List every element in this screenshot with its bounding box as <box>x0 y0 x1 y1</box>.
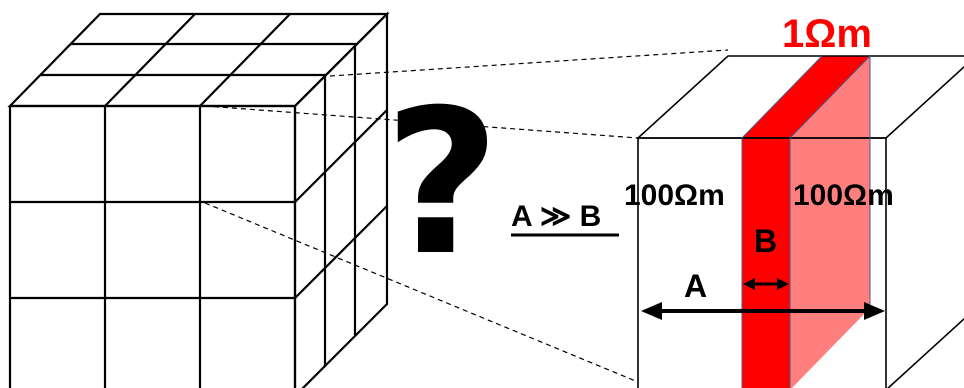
red-layer-resistivity-label: 1Ωm <box>782 12 872 56</box>
grid-cube-front-face <box>8 104 297 388</box>
left-resistivity-label: 100Ωm <box>624 179 725 212</box>
relation-text: A ≫ B <box>511 200 601 233</box>
connector-middle <box>204 105 639 139</box>
zoom-connector-lines <box>204 49 729 383</box>
layer-top-face <box>742 56 870 138</box>
arrow-double-icon <box>641 278 885 320</box>
layer-front-face <box>742 138 790 388</box>
grid-cube-top-face <box>7 12 390 108</box>
width-b-arrow <box>743 278 789 290</box>
detail-cube-top-face <box>635 55 964 139</box>
connector-top <box>329 49 729 77</box>
width-a-label: A <box>684 268 707 304</box>
connector-bottom <box>204 202 639 383</box>
grid-cube-side-face <box>293 11 389 388</box>
right-resistivity-label: 100Ωm <box>793 179 894 212</box>
layer-side-face <box>790 56 870 388</box>
relation-label: A ≫ B <box>511 200 619 237</box>
grid-cube <box>7 11 390 388</box>
detail-cube <box>635 55 964 388</box>
width-b-label: B <box>754 223 777 259</box>
question-mark-icon: ? <box>384 67 500 300</box>
width-a-arrow <box>641 302 885 320</box>
